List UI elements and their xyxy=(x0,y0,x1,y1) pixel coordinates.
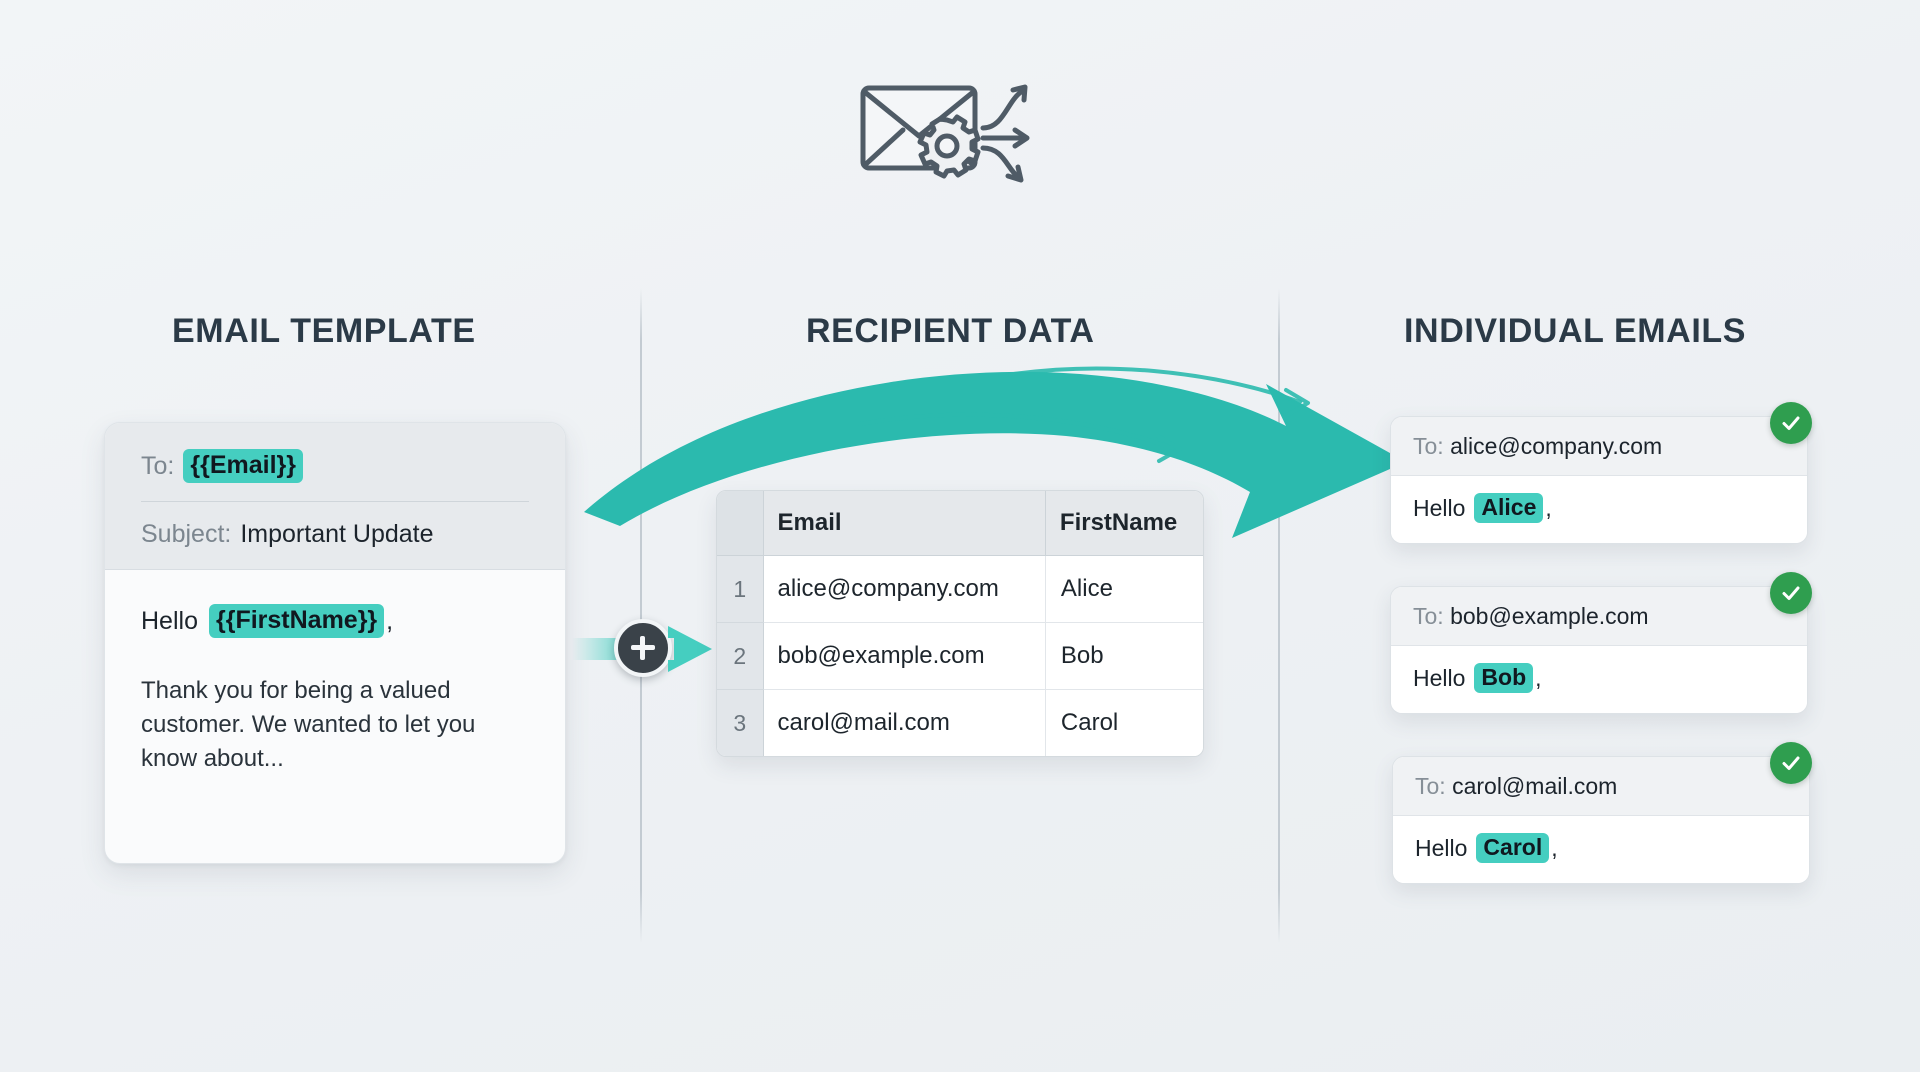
template-greeting-row: Hello {{FirstName}} , xyxy=(141,604,529,638)
template-subject-row: Subject: Important Update xyxy=(141,520,529,549)
email-body-row: Hello Alice , xyxy=(1391,476,1807,543)
email-body-row: Hello Carol , xyxy=(1393,816,1809,883)
email-to-address: alice@company.com xyxy=(1450,433,1663,459)
table-header-index xyxy=(717,491,764,556)
row-index: 3 xyxy=(717,689,764,756)
template-to-row: To: {{Email}} xyxy=(141,449,529,483)
column-title-email-template: EMAIL TEMPLATE xyxy=(172,312,476,350)
recipient-table: Email FirstName 1 alice@company.com Alic… xyxy=(717,491,1203,756)
row-email: carol@mail.com xyxy=(763,689,1046,756)
row-firstname: Alice xyxy=(1044,555,1203,623)
sent-check-icon xyxy=(1770,402,1812,444)
email-greeting-comma: , xyxy=(1535,664,1542,691)
email-to-address: bob@example.com xyxy=(1450,603,1649,629)
table-row[interactable]: 1 alice@company.com Alice xyxy=(717,555,1203,623)
merge-connector xyxy=(572,612,712,686)
individual-email-card: To: bob@example.com Hello Bob , xyxy=(1390,586,1808,714)
email-to-label: To: xyxy=(1413,433,1444,459)
email-name-token: Carol xyxy=(1476,833,1550,863)
merge-arrow-icon xyxy=(668,626,712,672)
template-firstname-token: {{FirstName}} xyxy=(208,604,385,638)
email-to-row: To: bob@example.com xyxy=(1391,587,1807,646)
template-body: Hello {{FirstName}} , Thank you for bein… xyxy=(105,570,565,777)
envelope-gear-distribute-icon xyxy=(855,70,1055,190)
email-name-token: Bob xyxy=(1474,663,1534,693)
template-subject-label: Subject: xyxy=(141,520,232,548)
row-email: alice@company.com xyxy=(763,555,1046,623)
plus-badge-icon xyxy=(614,619,672,677)
email-greeting-word: Hello xyxy=(1415,834,1468,861)
table-head: Email FirstName xyxy=(717,491,1203,556)
template-header-rule xyxy=(141,501,529,502)
divider-left xyxy=(640,288,642,943)
row-index: 1 xyxy=(717,555,764,623)
divider-right xyxy=(1278,288,1280,943)
table-row[interactable]: 2 bob@example.com Bob xyxy=(717,622,1203,690)
email-to-row: To: alice@company.com xyxy=(1391,417,1807,476)
email-to-label: To: xyxy=(1415,773,1446,799)
email-greeting-word: Hello xyxy=(1413,494,1466,521)
template-to-label: To: xyxy=(141,451,175,480)
column-title-individual-emails: INDIVIDUAL EMAILS xyxy=(1404,312,1747,350)
email-name-token: Alice xyxy=(1474,493,1544,523)
table-row[interactable]: 3 carol@mail.com Carol xyxy=(717,689,1203,756)
email-to-label: To: xyxy=(1413,603,1444,629)
email-body-row: Hello Bob , xyxy=(1391,646,1807,713)
sent-check-icon xyxy=(1770,742,1812,784)
sent-check-icon xyxy=(1770,572,1812,614)
row-index: 2 xyxy=(717,622,764,690)
individual-email-card: To: carol@mail.com Hello Carol , xyxy=(1392,756,1810,884)
email-greeting-comma: , xyxy=(1545,494,1552,521)
table-body: 1 alice@company.com Alice 2 bob@example.… xyxy=(717,555,1203,756)
template-to-token: {{Email}} xyxy=(183,449,303,483)
individual-email-card: To: alice@company.com Hello Alice , xyxy=(1390,416,1808,544)
template-header: To: {{Email}} Subject: Important Update xyxy=(105,423,565,570)
flow-curved-arrow-icon xyxy=(560,340,1420,540)
template-subject-value: Important Update xyxy=(240,520,434,548)
email-template-card: To: {{Email}} Subject: Important Update … xyxy=(104,422,566,864)
email-greeting-word: Hello xyxy=(1413,664,1466,691)
column-title-recipient-data: RECIPIENT DATA xyxy=(806,312,1095,350)
table-header-email: Email xyxy=(763,491,1046,556)
template-greeting-word: Hello xyxy=(141,606,198,635)
template-body-text: Thank you for being a valued customer. W… xyxy=(141,677,476,773)
recipient-data-table: Email FirstName 1 alice@company.com Alic… xyxy=(716,490,1204,757)
table-header-row: Email FirstName xyxy=(717,491,1203,556)
table-header-firstname: FirstName xyxy=(1044,491,1203,556)
email-to-row: To: carol@mail.com xyxy=(1393,757,1809,816)
row-firstname: Carol xyxy=(1044,689,1203,756)
row-email: bob@example.com xyxy=(763,622,1046,690)
row-firstname: Bob xyxy=(1044,622,1203,690)
template-greeting-comma: , xyxy=(386,606,394,635)
email-to-address: carol@mail.com xyxy=(1452,773,1618,799)
email-greeting-comma: , xyxy=(1551,834,1558,861)
